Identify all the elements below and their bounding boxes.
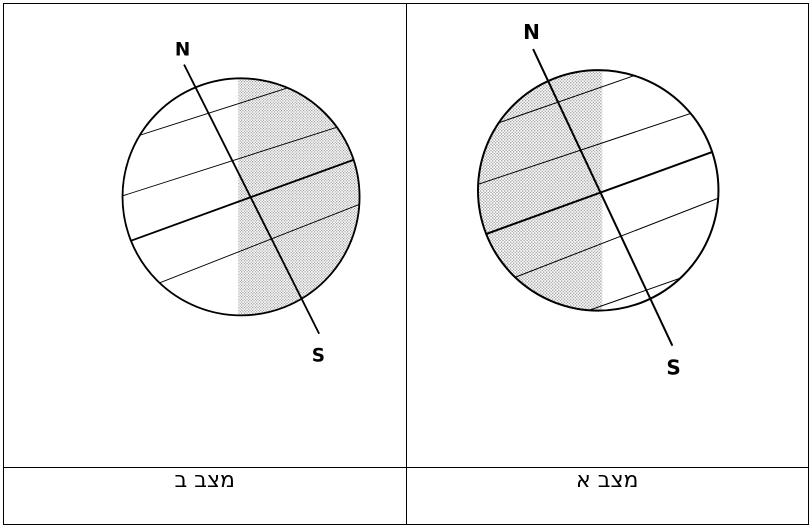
- night-shading: [477, 70, 602, 311]
- equator-line: [122, 149, 360, 252]
- north-pole-label: N: [175, 39, 190, 60]
- panel-a-figure-cell: N S: [405, 3, 809, 468]
- south-pole-label: S: [666, 356, 680, 380]
- earth-outline: [121, 77, 361, 317]
- earth-outline: [476, 69, 719, 312]
- comparison-table: N S: [3, 3, 809, 526]
- tropic-north-line: [477, 98, 718, 190]
- equator-line: [477, 143, 718, 244]
- latitude-lines: [122, 78, 360, 305]
- panel-b-earth-diagram: N S: [121, 39, 361, 366]
- diagram-table-frame: N S: [3, 3, 809, 526]
- panel-a-caption: מצב א: [405, 466, 809, 526]
- north-pole-label: N: [523, 20, 540, 44]
- panel-b-caption: מצב ב: [3, 466, 407, 526]
- caption-row: מצב ב מצב א: [3, 466, 809, 526]
- tropic-north-line: [122, 78, 360, 147]
- south-pole-label: S: [312, 345, 325, 366]
- arctic-circle-line: [122, 112, 360, 202]
- figure-row: N S: [3, 3, 809, 468]
- earth-axis: [183, 64, 320, 335]
- panel-a-earth-diagram: N S: [476, 20, 719, 380]
- earth-axis: [531, 48, 673, 347]
- arctic-circle-line: [477, 70, 718, 136]
- panel-b-figure-cell: N S: [3, 3, 407, 468]
